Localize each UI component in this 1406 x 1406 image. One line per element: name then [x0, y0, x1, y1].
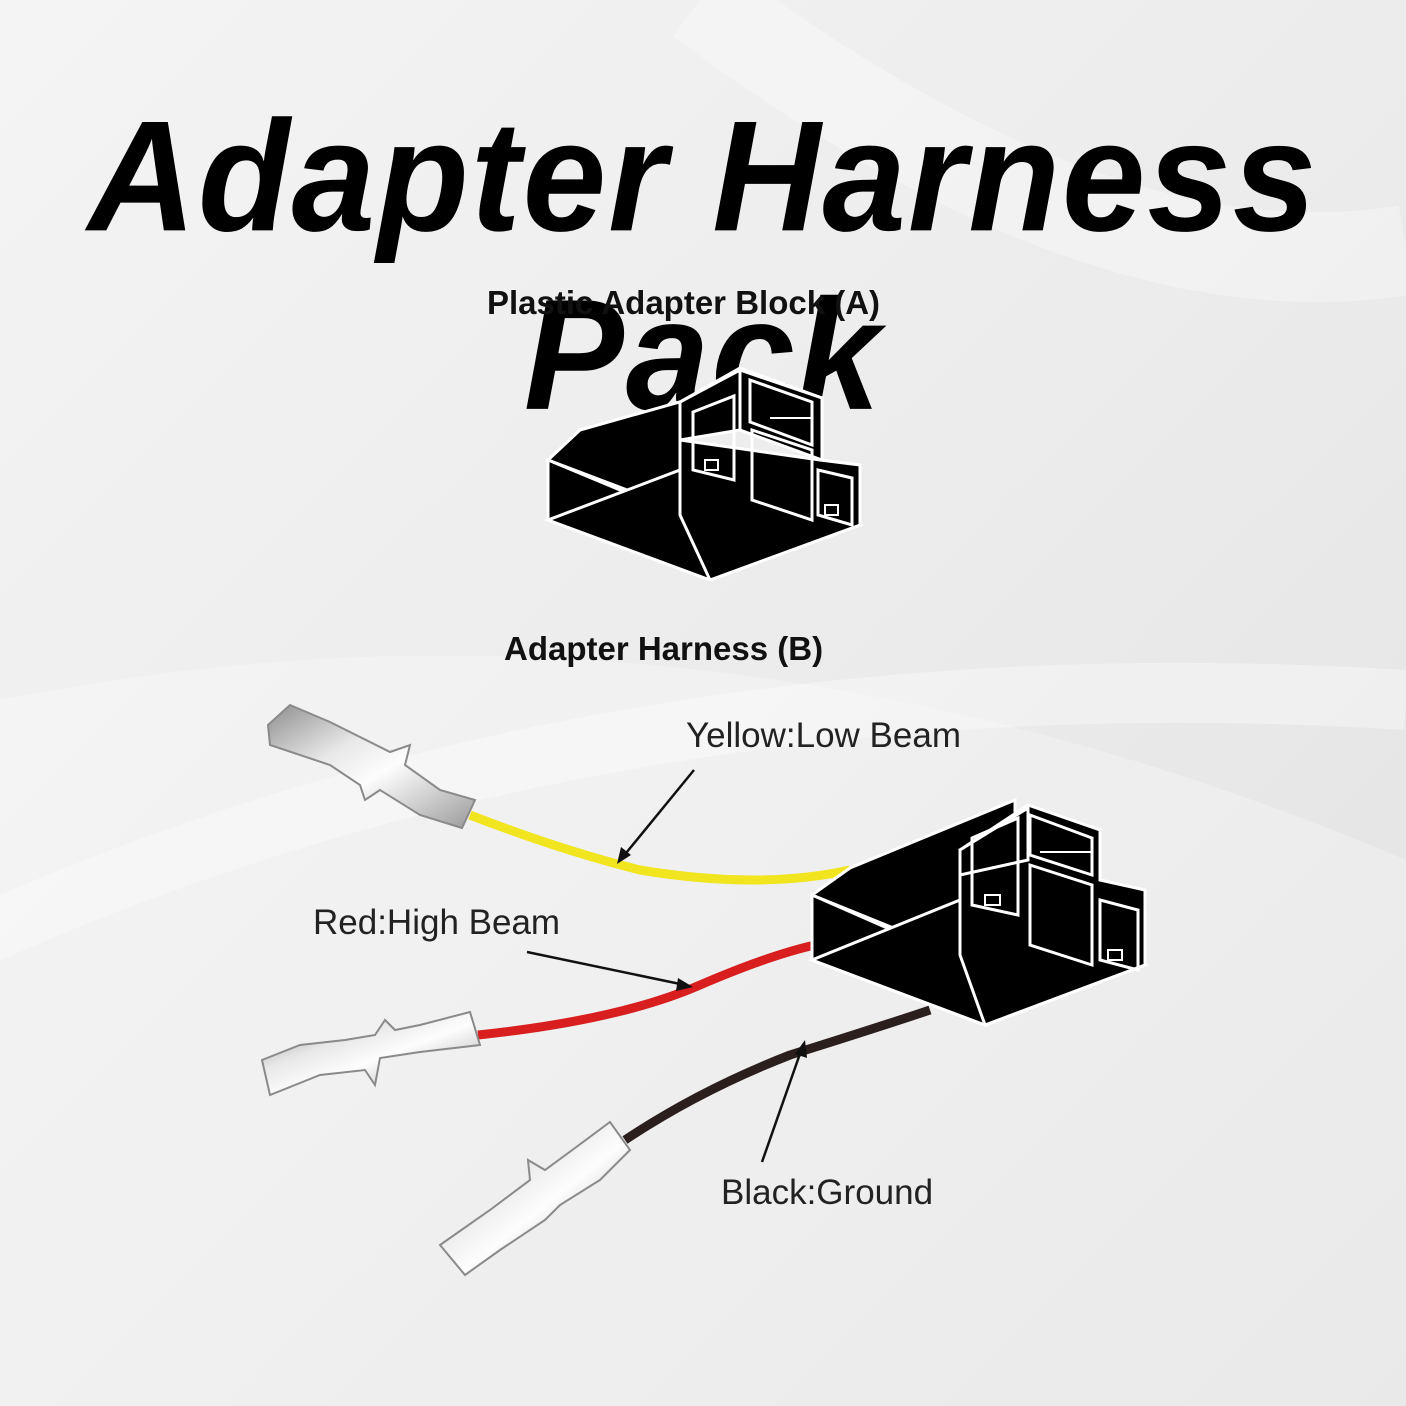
yellow-wire: [468, 810, 851, 885]
harness-b-label: Adapter Harness (B): [504, 630, 824, 667]
black-arrow: [760, 1040, 807, 1163]
red-terminal: [260, 1010, 482, 1097]
black-wire: [622, 1005, 932, 1144]
black-terminal: [438, 1120, 632, 1277]
red-wire: [477, 940, 816, 1040]
harness-connector-block: [807, 797, 1150, 1028]
block-a-label: Plastic Adapter Block (A): [487, 284, 881, 321]
yellow-wire-label: Yellow:Low Beam: [686, 716, 961, 755]
plastic-adapter-block: [543, 366, 865, 583]
red-arrow: [526, 950, 693, 991]
yellow-arrow: [617, 769, 695, 864]
black-wire-label: Black:Ground: [721, 1173, 934, 1212]
red-wire-label: Red:High Beam: [313, 903, 561, 942]
yellow-terminal: [266, 703, 477, 830]
